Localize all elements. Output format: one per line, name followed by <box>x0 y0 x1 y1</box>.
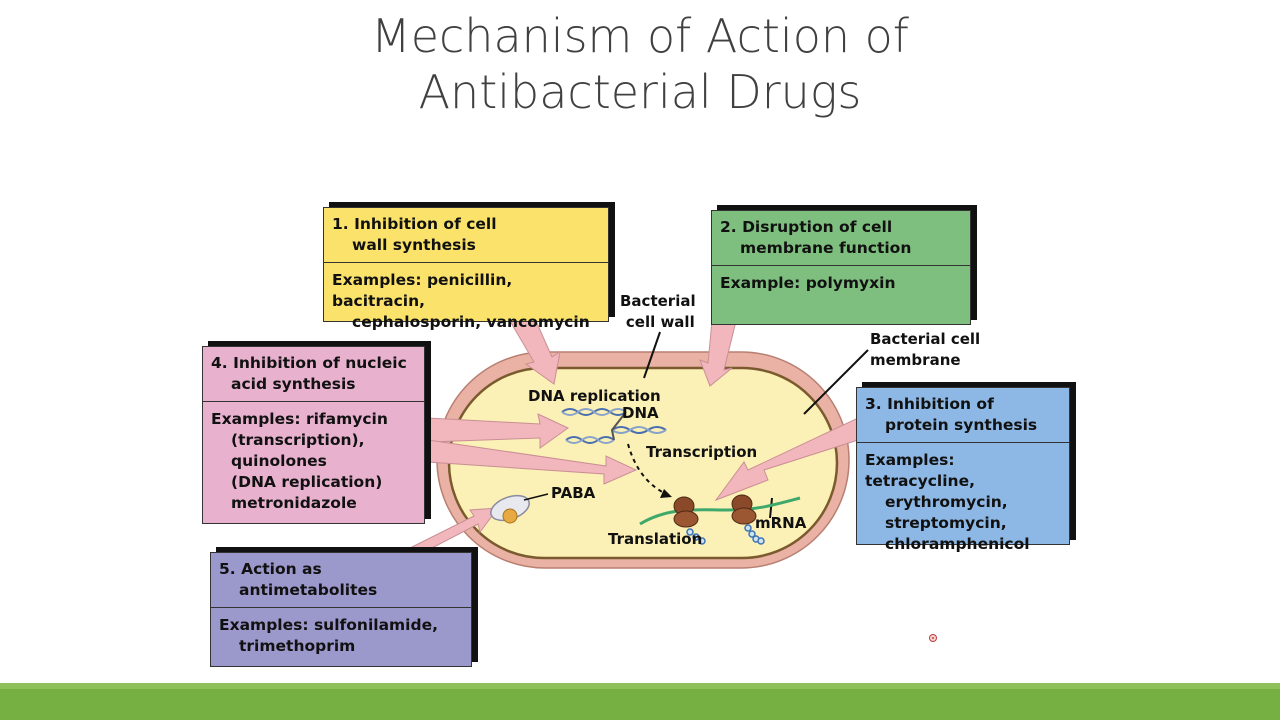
footer-band-highlight <box>0 683 1280 689</box>
title-line-1: Mechanism of Action of <box>371 9 909 63</box>
label-cell-membrane-line2: membrane <box>870 351 961 369</box>
footer-band <box>0 683 1280 720</box>
box-cell-wall-synthesis: 1. Inhibition of cell wall synthesis Exa… <box>323 207 609 331</box>
box3-head-line2: protein synthesis <box>885 416 1038 434</box>
box4-head-line1: 4. Inhibition of nucleic <box>211 354 407 372</box>
box3-body-line3: streptomycin, <box>885 514 1007 532</box>
box2-head-line2: membrane function <box>740 239 912 257</box>
label-cell-wall-line2: cell wall <box>625 313 695 331</box>
polypeptide-chain <box>686 524 765 545</box>
box-nucleic-acid-synthesis-header: 4. Inhibition of nucleic acid synthesis <box>203 347 424 402</box>
box1-head-line1: 1. Inhibition of cell <box>332 215 497 233</box>
label-dna-replication: DNA replication <box>528 387 661 405</box>
label-bacterial-cell-wall: Bacterial cell wall <box>620 291 696 333</box>
box5-body-line2: trimethoprim <box>239 637 356 655</box>
arrow-nucleic-lower <box>427 439 638 485</box>
arrow-membrane <box>699 320 737 387</box>
paba-pointer <box>523 493 549 501</box>
label-paba: PABA <box>551 484 596 502</box>
arrow-protein-synthesis <box>714 417 859 502</box>
box-protein-synthesis-examples: Examples: tetracycline, erythromycin, st… <box>857 443 1069 561</box>
label-mrna: mRNA <box>755 514 807 532</box>
ribosome-2 <box>731 494 757 525</box>
label-translation: Translation <box>608 530 703 548</box>
box3-body-line1: Examples: tetracycline, <box>865 451 975 490</box>
box5-head-line1: 5. Action as <box>219 560 322 578</box>
arrow-antimetabolite <box>409 507 500 549</box>
transcription-arrowhead <box>660 489 672 498</box>
label-dna: DNA <box>622 404 659 422</box>
action-arrows <box>409 320 859 549</box>
box3-head-line1: 3. Inhibition of <box>865 395 994 413</box>
pointer-cursor <box>929 634 937 642</box>
box3-body-line2: erythromycin, <box>885 493 1008 511</box>
label-bacterial-cell-membrane: Bacterial cell membrane <box>870 329 980 371</box>
box-nucleic-acid-synthesis-examples: Examples: rifamycin (transcription), qui… <box>203 402 424 520</box>
box-protein-synthesis-header: 3. Inhibition of protein synthesis <box>857 388 1069 443</box>
box2-head-line1: 2. Disruption of cell <box>720 218 893 236</box>
dna-helix <box>561 408 667 444</box>
label-cell-wall-line1: Bacterial <box>620 292 696 310</box>
ribosome-1 <box>673 496 699 528</box>
cell-wall-pointer <box>643 331 661 379</box>
box4-body-line2: (transcription), <box>231 431 365 449</box>
box4-head-line2: acid synthesis <box>231 375 356 393</box>
box4-body-line5: metronidazole <box>231 494 357 512</box>
mrna-pointer <box>769 497 773 519</box>
box-cell-wall-synthesis-header: 1. Inhibition of cell wall synthesis <box>324 208 608 263</box>
box-membrane-function-examples: Example: polymyxin <box>712 266 970 300</box>
box1-body-line1: Examples: penicillin, bacitracin, <box>332 271 513 310</box>
box-nucleic-acid-synthesis: 4. Inhibition of nucleic acid synthesis … <box>202 346 425 524</box>
slide-title: Mechanism of Action of Antibacterial Dru… <box>0 8 1280 120</box>
box-antimetabolites-header: 5. Action as antimetabolites <box>211 553 471 608</box>
transcription-arrow <box>627 443 667 495</box>
box5-body-line1: Examples: sulfonilamide, <box>219 616 438 634</box>
box3-body-line4: chloramphenicol <box>885 535 1030 553</box>
paba-enzyme <box>490 494 530 524</box>
box4-body-line1: Examples: rifamycin <box>211 410 388 428</box>
arrow-cell-wall <box>509 320 561 385</box>
box1-body-line2: cephalosporin, vancomycin <box>352 313 590 331</box>
cell-membrane-pointer <box>803 349 869 415</box>
box-antimetabolites: 5. Action as antimetabolites Examples: s… <box>210 552 472 667</box>
box4-body-line4: (DNA replication) <box>231 473 383 491</box>
mrna-strand <box>639 496 801 526</box>
box4-body-line3: quinolones <box>231 452 327 470</box>
arrow-nucleic-upper <box>427 413 569 449</box>
box5-head-line2: antimetabolites <box>239 581 378 599</box>
box-membrane-function: 2. Disruption of cell membrane function … <box>711 210 971 325</box>
box2-body-line1: Example: polymyxin <box>720 274 896 292</box>
label-cell-membrane-line1: Bacterial cell <box>870 330 981 348</box>
box-antimetabolites-examples: Examples: sulfonilamide, trimethoprim <box>211 608 471 663</box>
box-protein-synthesis: 3. Inhibition of protein synthesis Examp… <box>856 387 1070 553</box>
box1-head-line2: wall synthesis <box>352 236 476 254</box>
box-cell-wall-synthesis-examples: Examples: penicillin, bacitracin, cephal… <box>324 263 608 339</box>
box-membrane-function-header: 2. Disruption of cell membrane function <box>712 211 970 266</box>
title-line-2: Antibacterial Drugs <box>418 65 862 119</box>
label-transcription: Transcription <box>646 443 758 461</box>
